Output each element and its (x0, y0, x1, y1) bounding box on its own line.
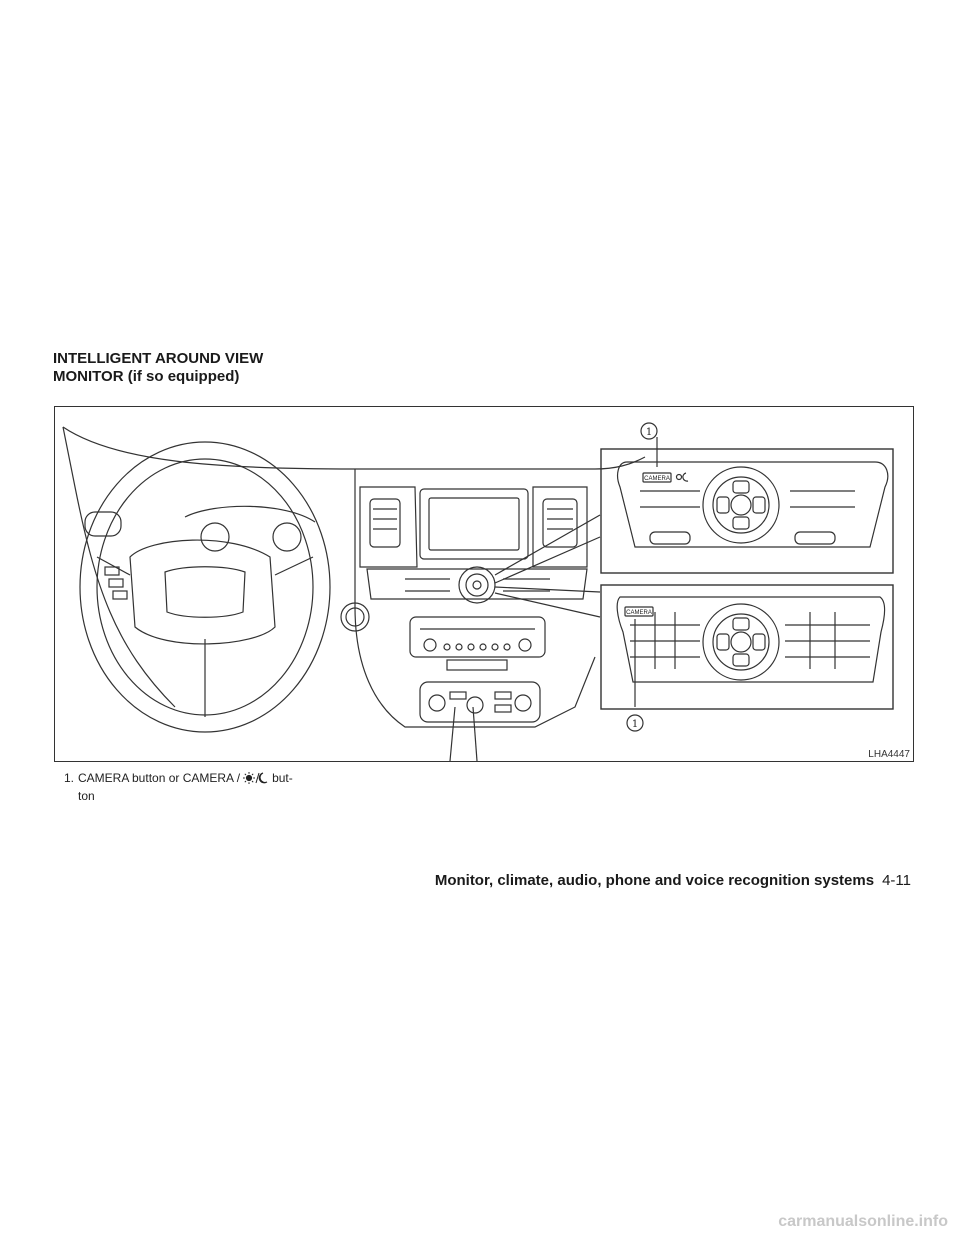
caption-text: CAMERA button or CAMERA / (78, 771, 241, 785)
dashboard-illustration: 1 1 CAMERA CAMERA LHA4447 (54, 406, 914, 762)
section-title: INTELLIGENT AROUND VIEW MONITOR (if so e… (53, 350, 263, 386)
callout-number-top: 1 (646, 427, 652, 438)
caption-text-continued: but- (272, 771, 293, 785)
caption-text-line-2: ton (78, 789, 95, 803)
camera-button-label-top: CAMERA (644, 476, 670, 482)
camera-button-label-bottom: CAMERA (626, 610, 652, 616)
sun-moon-icon (675, 472, 689, 482)
caption: 1.CAMERA button or CAMERA / but- ton (64, 771, 324, 804)
dashboard-drawing: 1 1 CAMERA CAMERA (62, 422, 894, 761)
sun-moon-icon (242, 771, 270, 789)
page-footer: Monitor, climate, audio, phone and voice… (0, 872, 911, 889)
section-title-line-2: MONITOR (if so equipped) (53, 368, 240, 385)
footer-chapter-title: Monitor, climate, audio, phone and voice… (434, 872, 875, 889)
section-title-line-1: INTELLIGENT AROUND VIEW (53, 350, 264, 367)
figure-code: LHA4447 (868, 749, 910, 760)
watermark: carmanualsonline.info (778, 1213, 948, 1230)
caption-number: 1. (64, 771, 75, 785)
page-number: 4-11 (882, 872, 911, 889)
callout-number-bottom: 1 (632, 719, 638, 730)
